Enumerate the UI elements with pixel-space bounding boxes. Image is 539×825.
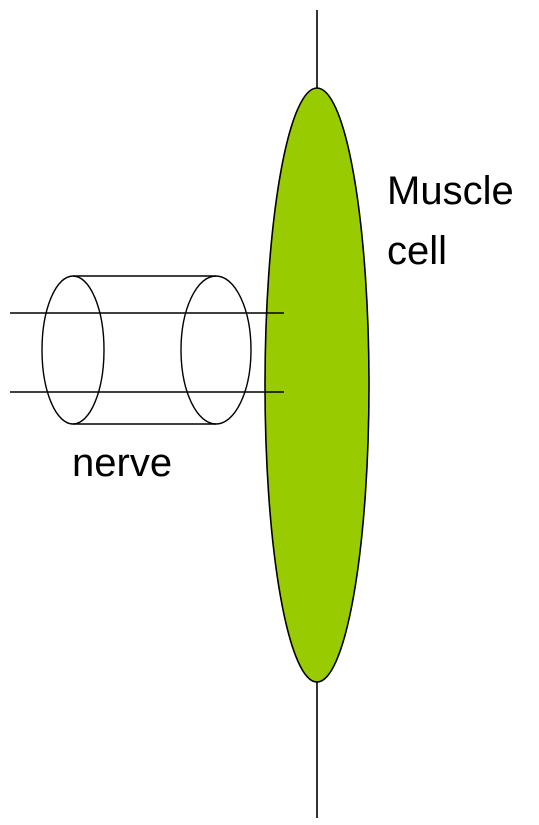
nerve-cylinder — [42, 276, 251, 424]
nerve-cylinder-left-end — [42, 276, 104, 424]
nerve-cylinder-right-end — [181, 276, 251, 424]
muscle-cell-label-line1: Muscle — [387, 168, 514, 214]
muscle-cell-label-line2: cell — [387, 228, 447, 274]
muscle-cell-shape — [265, 88, 369, 682]
nerve-label: nerve — [72, 440, 172, 486]
